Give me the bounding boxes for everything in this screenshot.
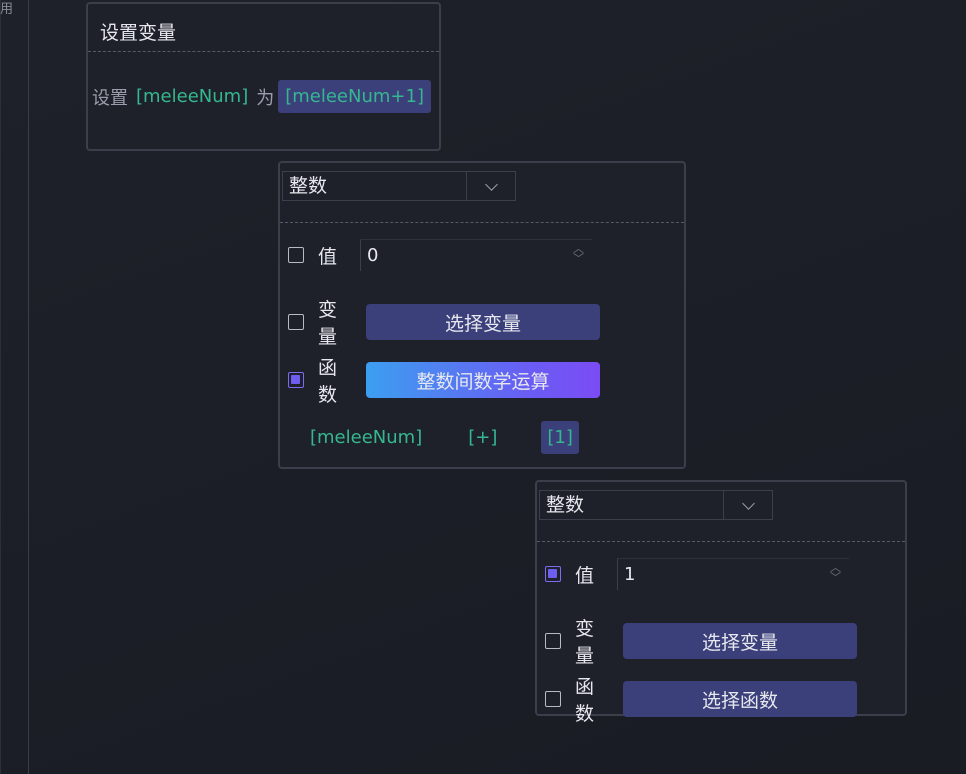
function-args-row: [meleeNum] [+] [1] (310, 421, 579, 454)
type-select[interactable]: 整数 (282, 171, 516, 201)
integer-block-1: 整数 值 0 ︿﹀ 变量 选择变量 函数 整数间数学运算 [mel (278, 161, 686, 469)
assign-expression-chip[interactable]: [meleeNum+1] (278, 80, 431, 113)
integer-block-1-header: 整数 (280, 163, 684, 223)
integer-block-2-header: 整数 (537, 482, 905, 542)
function-checkbox[interactable] (288, 372, 304, 388)
set-variable-title: 设置变量 (100, 22, 177, 44)
assign-prefix: 设置 (92, 87, 128, 109)
set-variable-header: 设置变量 (88, 4, 439, 52)
type-select-toggle[interactable] (467, 172, 515, 200)
value-option-row: 值 1 ︿﹀ (545, 558, 849, 590)
value-number-input[interactable]: 1 ︿﹀ (617, 558, 849, 590)
value-option-label: 值 (318, 245, 338, 268)
arg-operator[interactable]: [+] (468, 427, 498, 448)
assign-variable[interactable]: [meleeNum] (136, 86, 249, 107)
value-option-label: 值 (575, 564, 595, 587)
variable-option-row: 变量 选择变量 (288, 295, 600, 349)
select-variable-button[interactable]: 选择变量 (623, 623, 857, 659)
variable-option-row: 变量 选择变量 (545, 614, 857, 668)
select-function-button[interactable]: 选择函数 (623, 681, 857, 717)
chevron-down-icon (484, 177, 498, 191)
arg-left-variable[interactable]: [meleeNum] (310, 427, 423, 448)
value-number-input[interactable]: 0 ︿﹀ (360, 239, 592, 271)
variable-checkbox[interactable] (288, 314, 304, 330)
type-select[interactable]: 整数 (539, 490, 773, 520)
value-option-row: 值 0 ︿﹀ (288, 239, 592, 271)
type-select-value: 整数 (283, 172, 467, 200)
assignment-row: 设置 [meleeNum] 为 [meleeNum+1] (92, 80, 431, 113)
left-edge-line (0, 0, 1, 774)
spinner-icon[interactable]: ︿﹀ (573, 242, 584, 265)
function-checkbox[interactable] (545, 691, 561, 707)
set-variable-block[interactable]: 设置变量 设置 [meleeNum] 为 [meleeNum+1] (86, 2, 441, 151)
value-checkbox[interactable] (288, 247, 304, 263)
chevron-down-icon (741, 496, 755, 510)
function-option-row: 函数 选择函数 (545, 672, 857, 726)
integer-block-2: 整数 值 1 ︿﹀ 变量 选择变量 函数 选择函数 (535, 480, 907, 725)
spinner-icon[interactable]: ︿﹀ (830, 561, 841, 584)
edge-label: 用 (0, 2, 14, 17)
select-variable-button[interactable]: 选择变量 (366, 304, 600, 340)
function-option-row: 函数 整数间数学运算 (288, 353, 600, 407)
function-option-label: 函数 (318, 357, 338, 406)
value-number-text: 0 (367, 245, 379, 266)
function-option-label: 函数 (575, 676, 595, 725)
variable-checkbox[interactable] (545, 633, 561, 649)
type-select-toggle[interactable] (724, 491, 772, 519)
integer-math-function-button[interactable]: 整数间数学运算 (366, 362, 600, 398)
type-select-value: 整数 (540, 491, 724, 519)
left-guide-line (28, 0, 29, 774)
value-number-text: 1 (624, 564, 636, 585)
variable-option-label: 变量 (575, 618, 595, 667)
value-checkbox[interactable] (545, 566, 561, 582)
variable-option-label: 变量 (318, 299, 338, 348)
arg-right-value[interactable]: [1] (541, 421, 579, 454)
assign-connector: 为 (256, 87, 275, 109)
